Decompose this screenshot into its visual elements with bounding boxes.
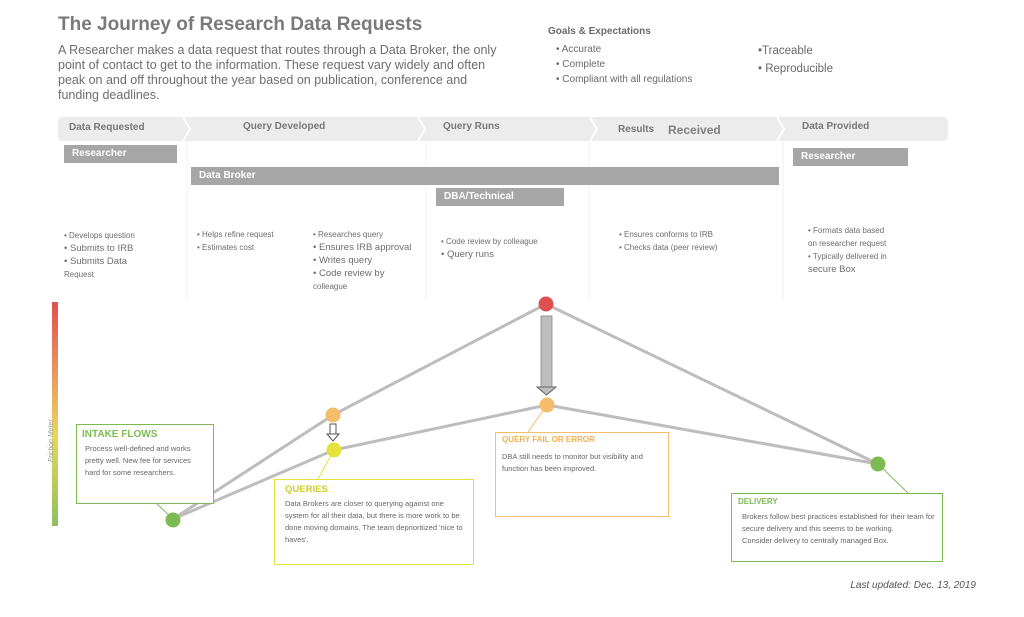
- action-item: secure Box: [808, 264, 856, 275]
- friction-meter-label: Friction Meter: [48, 419, 55, 462]
- callout-title: INTAKE FLOWS: [82, 429, 158, 440]
- role-researcher: Researcher: [64, 145, 177, 163]
- action-item: • Code review by colleague: [441, 237, 538, 246]
- node-query-fail: [539, 397, 555, 413]
- line-query-peak-to-error: [332, 302, 547, 417]
- action-item: • Code review by: [313, 268, 385, 279]
- action-item: • Ensures IRB approval: [313, 242, 412, 253]
- action-item: • Checks data (peer review): [619, 243, 718, 252]
- actions-data-provided: • Formats data based on researcher reques…: [808, 224, 887, 276]
- column-dividers: [186, 141, 784, 300]
- actions-query-developed: • Researches query • Ensures IRB approval…: [313, 228, 411, 293]
- action-item: • Ensures conforms to IRB: [619, 230, 713, 239]
- actions-query-runs: • Code review by colleague • Query runs: [441, 235, 538, 261]
- action-item: • Typically delivered in: [808, 252, 887, 261]
- callout-body: Process well-defined and works pretty we…: [85, 444, 191, 477]
- stage-results: Results: [618, 124, 655, 135]
- action-item: • Writes query: [313, 255, 373, 266]
- actions-refine: • Helps refine request • Estimates cost: [197, 228, 274, 254]
- page-title: The Journey of Research Data Requests: [58, 14, 423, 35]
- goal-item: • Reproducible: [758, 63, 833, 75]
- action-item: • Helps refine request: [197, 230, 274, 239]
- action-item: • Submits to IRB: [64, 243, 134, 254]
- goal-item: • Complete: [556, 59, 606, 70]
- goals-heading: Goals & Expectations: [548, 26, 651, 37]
- improvement-arrows: [325, 315, 558, 442]
- node-query-developed-before: [325, 407, 341, 423]
- callout-title: QUERIES: [285, 484, 328, 495]
- connector-queries: [317, 449, 335, 480]
- callout-intake-flows: INTAKE FLOWS Process well-defined and wo…: [76, 424, 214, 504]
- callout-body: Data Brokers are closer to querying agai…: [285, 499, 463, 544]
- node-intake: [165, 512, 181, 528]
- intro-text: A Researcher makes a data request that r…: [58, 43, 497, 102]
- callout-queries: QUERIES Data Brokers are closer to query…: [274, 479, 474, 565]
- node-query-error-before: [538, 296, 554, 312]
- action-item: • Formats data based: [808, 226, 885, 235]
- goal-item: •Traceable: [758, 45, 813, 57]
- callout-body: Brokers follow best practices establishe…: [742, 512, 937, 545]
- friction-meter-bar: [52, 302, 58, 526]
- stage-data-requested: Data Requested: [69, 122, 145, 133]
- action-item: • Develops question: [64, 231, 135, 240]
- action-item: • Estimates cost: [197, 243, 255, 252]
- goal-item: • Accurate: [556, 44, 602, 55]
- action-item: • Query runs: [441, 249, 494, 260]
- role-data-broker: Data Broker: [191, 167, 779, 185]
- stage-received: Received: [668, 123, 721, 137]
- node-delivery: [870, 456, 886, 472]
- action-item: on researcher request: [808, 239, 887, 248]
- connector-delivery: [877, 463, 909, 494]
- actions-results: • Ensures conforms to IRB • Checks data (…: [619, 228, 717, 254]
- goal-item: • Compliant with all regulations: [556, 74, 693, 85]
- role-dba-technical: DBA/Technical: [436, 188, 564, 206]
- callout-title: DELIVERY: [738, 497, 778, 506]
- goals-list-1: • Accurate • Complete • Compliant with a…: [556, 42, 692, 87]
- arrow-down-small-head: [325, 433, 341, 442]
- stage-data-provided: Data Provided: [802, 121, 870, 132]
- role-researcher-delivery: Researcher: [793, 148, 908, 166]
- arrow-down-large-head: [535, 386, 558, 396]
- goals-list-2: •Traceable • Reproducible: [758, 42, 833, 78]
- callout-query-fail: QUERY FAIL OR ERROR DBA still needs to m…: [495, 432, 669, 517]
- callout-delivery: DELIVERY Brokers follow best practices e…: [731, 493, 943, 562]
- arrow-down-small: [329, 423, 337, 436]
- action-item: colleague: [313, 282, 348, 291]
- action-item: • Researches query: [313, 230, 383, 239]
- connector-fail: [527, 404, 548, 433]
- last-updated: Last updated: Dec. 13, 2019: [850, 580, 976, 591]
- node-queries: [326, 442, 342, 458]
- callout-body: DBA still needs to monitor but visibilit…: [502, 452, 643, 473]
- action-item: • Submits Data: [64, 256, 127, 267]
- stage-query-runs: Query Runs: [443, 121, 500, 132]
- callout-title: QUERY FAIL OR ERROR: [502, 435, 595, 444]
- action-item: Request: [64, 270, 94, 279]
- arrow-down-large: [540, 315, 553, 392]
- connector-intake: [76, 501, 174, 520]
- actions-data-requested: • Develops question • Submits to IRB • Sub…: [64, 229, 135, 281]
- stage-query-developed: Query Developed: [243, 121, 326, 132]
